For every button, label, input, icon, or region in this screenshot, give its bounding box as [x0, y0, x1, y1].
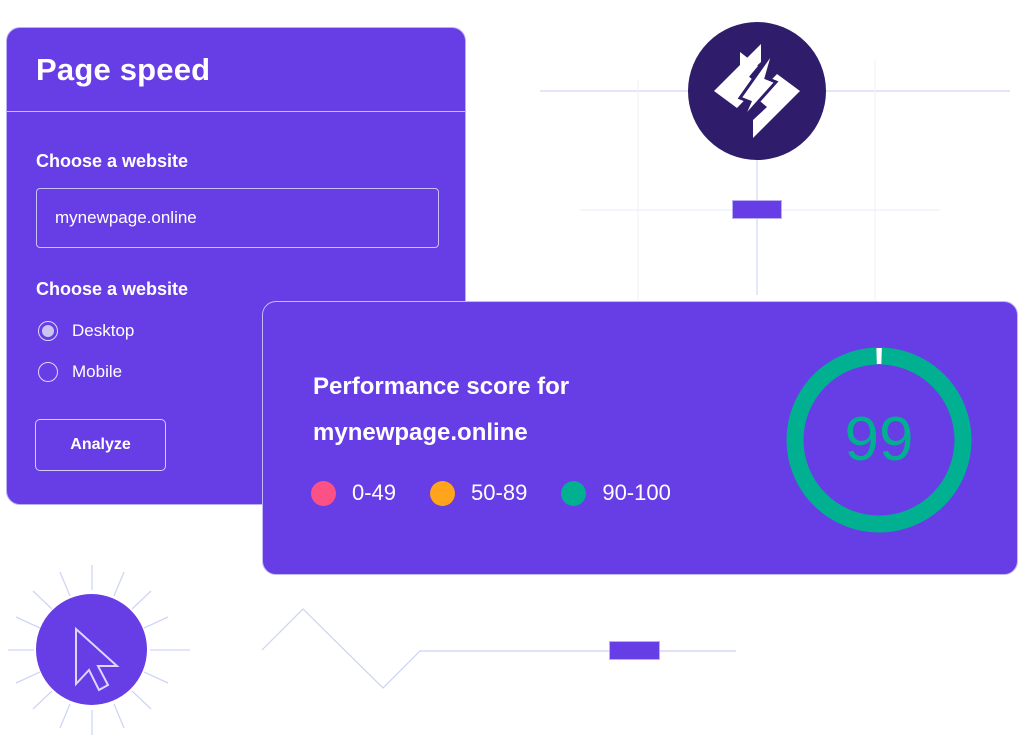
heading-line-1: Performance score for [313, 373, 570, 400]
logo-badge [688, 22, 826, 160]
radio-desktop[interactable]: Desktop [38, 321, 134, 341]
legend-dot-green [561, 480, 587, 506]
card-title: Page speed [36, 52, 211, 87]
mouse-pointer-icon [75, 626, 120, 692]
radio-label: Desktop [72, 321, 135, 340]
performance-heading: Performance score for mynewpage.online [313, 364, 569, 456]
legend-item: 50-89 [430, 480, 527, 506]
legend-label: 90-100 [602, 480, 671, 505]
radio-button-selected[interactable] [38, 321, 58, 341]
radio-button[interactable] [38, 362, 58, 382]
radio-mobile[interactable]: Mobile [38, 362, 122, 382]
score-legend: 0-49 50-89 90-100 [311, 480, 705, 506]
website-input[interactable] [36, 188, 439, 248]
connector-block [609, 641, 660, 660]
legend-item: 0-49 [311, 480, 396, 506]
lightning-bolt-logo-icon [714, 36, 800, 138]
device-label: Choose a website [36, 279, 189, 299]
heading-line-2: mynewpage.online [313, 419, 528, 446]
score-gauge: 99 [786, 347, 972, 533]
divider [7, 111, 465, 112]
performance-card: Performance score for mynewpage.online 0… [262, 301, 1018, 575]
score-value: 99 [845, 405, 914, 474]
radio-label: Mobile [72, 362, 123, 381]
legend-label: 0-49 [352, 480, 397, 505]
legend-dot-red [311, 480, 336, 506]
analyze-button[interactable]: Analyze [35, 419, 166, 471]
website-label: Choose a website [36, 151, 189, 171]
legend-label: 50-89 [471, 480, 528, 505]
cursor-badge [36, 594, 147, 705]
legend-item: 90-100 [561, 480, 671, 506]
legend-dot-orange [430, 480, 456, 506]
connector-block [732, 200, 782, 219]
gauge-arc [786, 347, 972, 533]
